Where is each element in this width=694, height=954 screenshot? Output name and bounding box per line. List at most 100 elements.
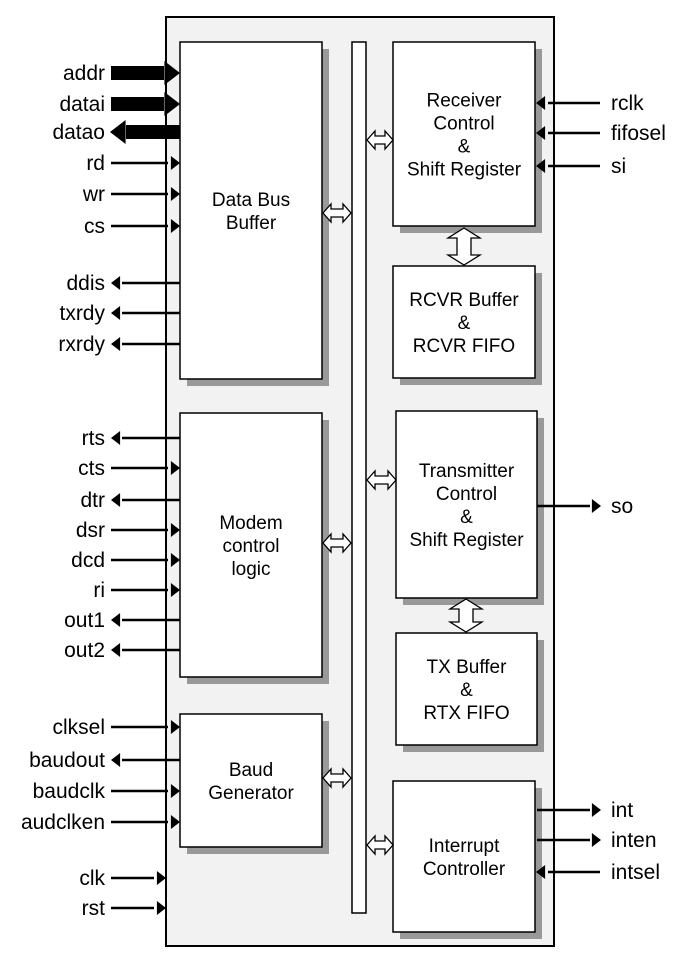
bidirectional-arrow-icon — [322, 202, 352, 224]
data-bus-buffer-label: Data Bus — [212, 190, 290, 211]
arrow-left-icon — [111, 493, 121, 507]
receiver-control-label: Control — [433, 114, 494, 135]
receiver-control-box — [392, 41, 536, 227]
arrow-right-icon — [591, 499, 601, 513]
signal-label: dtr — [80, 489, 105, 512]
signal-si: si — [548, 155, 626, 178]
signal-intsel: intsel — [548, 861, 660, 884]
baud-generator-label: Generator — [208, 783, 294, 804]
signal-baudclk: baudclk — [33, 780, 168, 803]
arrow-left-icon — [111, 276, 121, 290]
signal-audclken: audclken — [21, 811, 168, 834]
signal-ddis: ddis — [66, 272, 180, 295]
signal-dtr: dtr — [80, 489, 180, 512]
receiver-control-label: Receiver — [427, 91, 503, 112]
arrow-right-icon — [170, 523, 180, 537]
arrow-left-icon — [536, 865, 546, 879]
receiver-control-label: & — [458, 137, 471, 158]
baud-generator-box — [179, 713, 323, 848]
arrow-right-icon — [164, 92, 180, 116]
signal-label: out2 — [64, 639, 105, 662]
signal-label: cs — [84, 215, 105, 238]
signal-out2: out2 — [64, 639, 180, 662]
signal-label: datao — [52, 121, 105, 144]
arrow-left-icon — [111, 613, 121, 627]
bus-line — [111, 97, 164, 111]
signal-rst: rst — [82, 897, 154, 920]
signal-inten: inten — [537, 829, 657, 852]
receiver-control-label: Shift Register — [407, 160, 522, 181]
signal-label: intsel — [611, 861, 660, 884]
signal-label: ddis — [66, 272, 105, 295]
arrow-right-icon — [170, 583, 180, 597]
arrow-left-icon — [111, 643, 121, 657]
signal-datai: datai — [59, 93, 164, 116]
modem-control-logic-label: Modem — [219, 513, 282, 534]
arrow-right-icon — [170, 187, 180, 201]
bidirectional-arrow-icon — [366, 834, 394, 856]
transmitter-control-label: Shift Register — [409, 530, 524, 551]
interrupt-controller-label: Controller — [423, 859, 506, 880]
transmitter-control-label: Transmitter — [419, 461, 515, 482]
arrow-right-icon — [170, 156, 180, 170]
signal-cs: cs — [84, 215, 168, 238]
signal-out1: out1 — [64, 609, 180, 632]
signal-label: wr — [82, 183, 105, 206]
signal-rclk: rclk — [548, 92, 644, 115]
rcvr-buffer-label: & — [458, 313, 471, 334]
arrow-right-icon — [164, 61, 180, 85]
signal-label: rts — [82, 427, 105, 450]
data-bus-buffer-box — [179, 41, 323, 380]
signal-label: dcd — [71, 549, 105, 572]
bidirectional-arrow-icon — [366, 129, 394, 151]
arrow-left-icon — [536, 159, 546, 173]
arrow-right-icon — [170, 720, 180, 734]
modem-control-logic-label: logic — [231, 559, 270, 580]
bus-line — [111, 66, 164, 80]
signal-clk: clk — [79, 867, 154, 890]
tx-buffer-block: TX Buffer&RTX FIFO — [395, 632, 544, 752]
signal-clksel: clksel — [52, 716, 168, 739]
arrow-right-icon — [156, 871, 166, 885]
arrow-left-icon — [536, 96, 546, 110]
signal-label: baudclk — [33, 780, 106, 803]
signal-int: int — [537, 799, 633, 822]
arrow-right-icon — [170, 784, 180, 798]
signal-rxrdy: rxrdy — [58, 333, 180, 356]
arrow-right-icon — [170, 553, 180, 567]
signal-label: clk — [79, 867, 105, 890]
bidirectional-arrow-icon — [447, 598, 485, 633]
rcvr-buffer-label: RCVR Buffer — [409, 290, 519, 311]
signal-label: txrdy — [59, 302, 105, 325]
signal-label: baudout — [29, 749, 105, 772]
data-bus-buffer-label: Buffer — [226, 213, 277, 234]
bidirectional-arrow-icon — [322, 767, 352, 789]
signal-label: inten — [611, 829, 657, 852]
tx-buffer-box — [395, 632, 538, 746]
arrow-left-icon — [536, 126, 546, 140]
signal-label: cts — [78, 457, 105, 480]
signal-rd: rd — [86, 152, 168, 175]
arrow-right-icon — [591, 803, 601, 817]
rcvr-buffer-box — [392, 265, 536, 379]
modem-control-logic-label: control — [222, 536, 279, 557]
signal-label: rxrdy — [58, 333, 105, 356]
tx-buffer-label: TX Buffer — [427, 657, 508, 678]
signal-txrdy: txrdy — [59, 302, 180, 325]
signal-label: int — [611, 799, 633, 822]
bidirectional-arrow-icon — [445, 227, 483, 266]
bus-line — [126, 125, 180, 139]
arrow-right-icon — [156, 901, 166, 915]
arrow-right-icon — [170, 219, 180, 233]
rcvr-buffer-label: RCVR FIFO — [413, 336, 515, 357]
signal-label: datai — [59, 93, 105, 116]
arrow-right-icon — [591, 833, 601, 847]
signal-datao: datao — [52, 121, 180, 144]
